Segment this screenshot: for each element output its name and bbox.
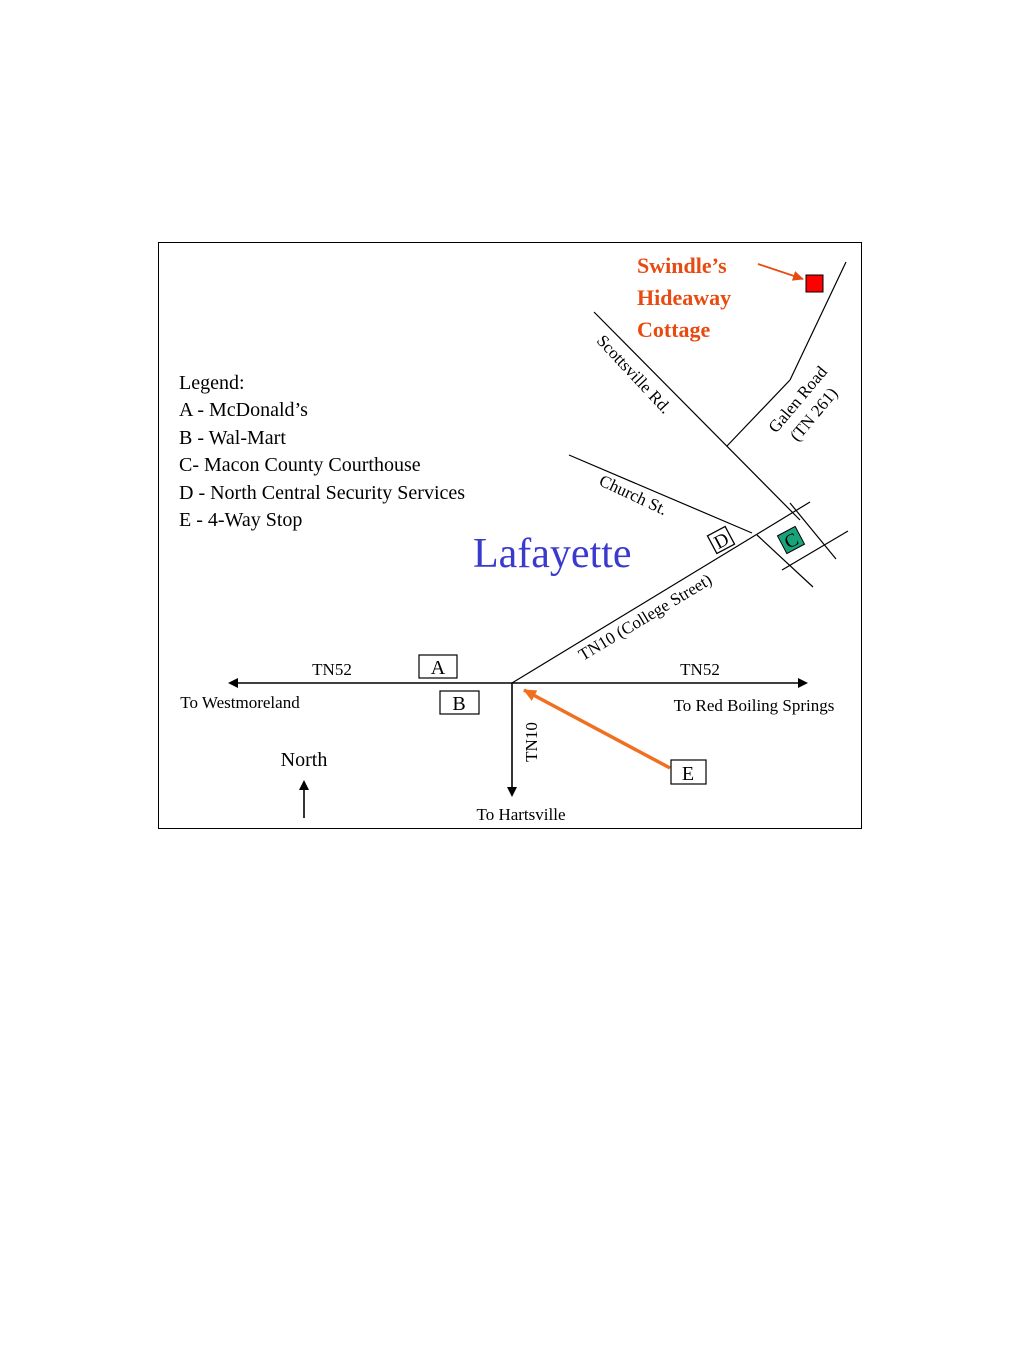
to-red-boiling-springs-label: To Red Boiling Springs: [674, 696, 835, 715]
galen-road-lower: [726, 379, 791, 447]
college-street-road: [511, 501, 811, 684]
marker-d-box: [706, 525, 736, 555]
courthouse-street-3: [789, 502, 837, 560]
town-name: Lafayette: [473, 531, 632, 577]
church-street-label: Church St.: [596, 471, 670, 519]
tn52-east-label: TN52: [680, 660, 720, 679]
marker-b-box: [439, 690, 480, 715]
marker-e-box: [670, 759, 707, 785]
college-street-label: TN10 (College Street): [575, 570, 715, 665]
map-frame: [158, 242, 862, 829]
legend-item-e: E - 4-Way Stop: [179, 509, 303, 532]
legend-item-d: D - North Central Security Services: [179, 481, 466, 504]
legend-item-c: C- Macon County Courthouse: [179, 454, 421, 477]
cottage-title-line3: Cottage: [637, 317, 711, 342]
cottage-title-line1: Swindle’s: [637, 253, 727, 278]
legend-item-a: A - McDonald’s: [179, 399, 308, 422]
marker-c-box: [776, 525, 806, 555]
church-street-road: [568, 454, 753, 534]
legend-item-b: B - Wal-Mart: [179, 426, 286, 449]
legend-heading: Legend:: [179, 372, 245, 394]
four-way-stop-arrow: [523, 688, 671, 770]
legend: Legend: A - McDonald’s B - Wal-Mart C- M…: [179, 370, 465, 534]
marker-d-label: D: [711, 529, 733, 554]
marker-b-label: B: [452, 693, 465, 715]
scottsville-road: [593, 311, 801, 521]
marker-a-box: [418, 654, 458, 679]
tn10-south-label: TN10: [522, 722, 541, 762]
courthouse-street-1: [781, 530, 849, 571]
cottage-title-line2: Hideaway: [637, 285, 732, 310]
destination-pointer-arrow: [757, 263, 804, 281]
cottage-marker: [805, 274, 824, 293]
to-hartsville-label: To Hartsville: [477, 805, 566, 824]
courthouse-street-2: [756, 534, 814, 588]
to-westmoreland-label: To Westmoreland: [180, 693, 300, 712]
marker-e-label: E: [682, 763, 694, 785]
galen-road-upper: [789, 261, 847, 381]
cottage-title: Swindle’s Hideaway Cottage: [637, 250, 731, 346]
tn52-west-label: TN52: [312, 660, 352, 679]
marker-a-label: A: [431, 657, 446, 679]
north-label: North: [281, 749, 328, 771]
